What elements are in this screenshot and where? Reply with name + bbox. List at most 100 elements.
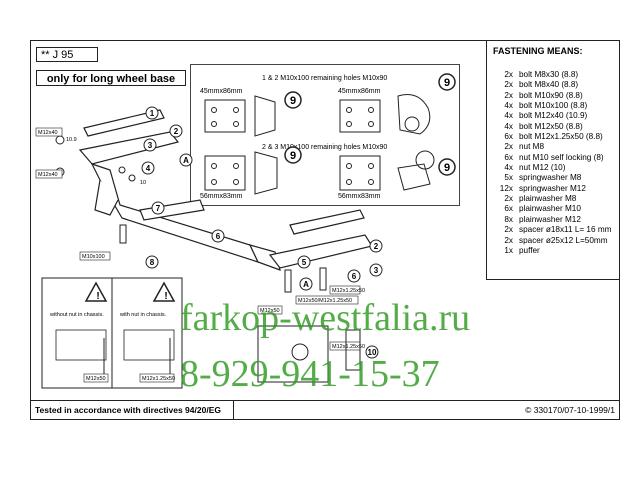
fastening-desc: puffer — [519, 245, 540, 255]
callout-circle-3 — [369, 263, 383, 277]
fastening-qty: 2x — [504, 235, 513, 245]
callout-label-9: 9 — [444, 77, 450, 89]
label-m12x40-b: M12x40 — [38, 172, 58, 178]
tested-note: Tested in accordance with directives 94/… — [30, 400, 234, 420]
callout-circle-2 — [369, 239, 383, 253]
fastening-list: 2x bolt M8x30 (8.8) 2x bolt M8x40 (8.8) 2x bo… — [493, 70, 616, 256]
fastening-qty: 6x — [504, 204, 513, 214]
dim-label-a: 45mmx86mm — [200, 88, 243, 95]
wheel-base-note: only for long wheel base — [36, 70, 186, 86]
dim-label-d: 56mmx83mm — [338, 193, 381, 200]
fastening-item: 1x puffer — [493, 246, 616, 256]
callout-circle-a — [179, 153, 193, 167]
fastening-desc: bolt M10x90 (8.8) — [519, 90, 583, 100]
callout-label-10: 10 — [368, 348, 377, 357]
hole-pattern-a — [204, 95, 276, 137]
callout-label-9: 9 — [290, 150, 296, 162]
fastening-qty: 4x — [504, 121, 513, 131]
fastening-qty: 6x — [504, 152, 513, 162]
fastening-desc: bolt M12x50 (8.8) — [519, 121, 583, 131]
fastening-desc: springwasher M8 — [519, 173, 582, 183]
callout-circle-9 — [438, 73, 456, 91]
fastening-qty: 2x — [504, 225, 513, 235]
watermark-site: farkop-westfalia.ru — [180, 297, 471, 339]
without-nut-label: without nut in chassis. — [49, 312, 104, 318]
footer-bar — [30, 400, 620, 421]
hole-pattern-b — [339, 94, 431, 135]
callout-label-1: 1 — [150, 109, 155, 118]
fastening-desc: spacer ø25x12 L=50mm — [519, 235, 608, 245]
callout-label-8: 8 — [150, 258, 155, 267]
label-m12x50-a: M12x50 — [260, 308, 280, 314]
fastening-desc: bolt M8x40 (8.8) — [519, 80, 579, 90]
hole-pattern-d — [339, 150, 435, 191]
callout-circle-6 — [211, 229, 225, 243]
detail-heading-2: 2 & 3 M10x100 remaining holes M10x90 — [262, 144, 387, 151]
label-m12x125x50-a: M12x1.25x50 — [332, 288, 365, 294]
fastening-desc: nut M10 self locking (8) — [519, 152, 604, 162]
fastening-desc: bolt M10x100 (8.8) — [519, 101, 588, 111]
callout-circle-10 — [365, 345, 379, 359]
callout-label-7: 7 — [156, 204, 161, 213]
fastening-item: 12x springwasher M12 — [493, 184, 616, 194]
fastening-item: 2x bolt M8x30 (8.8) — [493, 70, 616, 80]
chassis-nut-panel — [41, 277, 183, 389]
dim-label-b: 45mmx86mm — [338, 88, 381, 95]
fastening-qty: 1x — [504, 245, 513, 255]
fastening-title: FASTENING MEANS: — [493, 46, 583, 56]
callout-label-2: 2 — [174, 127, 179, 136]
fastening-qty: 5x — [504, 173, 513, 183]
fastening-qty: 8x — [504, 214, 513, 224]
fastening-qty: 4x — [504, 101, 513, 111]
fastening-desc: spacer ø18x11 L= 16 mm — [519, 225, 612, 235]
detail-heading-1: 1 & 2 M10x100 remaining holes M10x90 — [262, 75, 387, 82]
fastening-item: 2x bolt M8x40 (8.8) — [493, 80, 616, 90]
fastening-desc: bolt M8x30 (8.8) — [519, 70, 579, 79]
warning-icon-2: ! — [164, 291, 167, 302]
callout-circle-a — [299, 277, 313, 291]
fastening-qty: 2x — [504, 194, 513, 204]
detail-inset-box — [190, 64, 460, 206]
fastening-item: 6x nut M10 self locking (8) — [493, 153, 616, 163]
fastening-desc: nut M12 (10) — [519, 163, 566, 173]
callout-circle-5 — [297, 255, 311, 269]
callout-circle-4 — [141, 161, 155, 175]
fastening-desc: bolt M12x40 (10.9) — [519, 111, 588, 121]
callout-label-a: A — [183, 156, 189, 165]
warning-icon-1: ! — [96, 291, 99, 302]
callout-circle-7 — [151, 201, 165, 215]
part-code: ** J 95 — [36, 47, 98, 62]
callout-circle-9 — [284, 146, 302, 164]
label-m12x50-c: M12x50 — [86, 376, 106, 382]
fastening-desc: springwasher M12 — [519, 183, 586, 193]
callout-label-a: A — [303, 280, 309, 289]
label-m12x40-a: M12x40 — [38, 130, 58, 136]
puffer-shape — [291, 343, 309, 361]
label-m12x50-m12x125: M12x50/M12x1.25x50 — [298, 298, 352, 304]
callout-label-6: 6 — [216, 232, 221, 241]
fastening-qty: 2x — [504, 70, 513, 79]
callout-circle-8 — [145, 255, 159, 269]
dim-label-c: 56mmx83mm — [200, 193, 243, 200]
fastening-item: 2x nut M8 — [493, 142, 616, 152]
fastening-qty: 6x — [504, 132, 513, 142]
fastening-desc: nut M8 — [519, 142, 545, 152]
callout-label-5: 5 — [302, 258, 307, 267]
fastening-item: 2x spacer ø25x12 L=50mm — [493, 236, 616, 246]
fastening-qty: 2x — [504, 90, 513, 100]
fastening-qty: 2x — [504, 142, 513, 152]
callout-label-9: 9 — [290, 95, 296, 107]
fastening-qty: 12x — [499, 183, 513, 193]
callout-circle-3 — [143, 138, 157, 152]
callout-label-2: 2 — [374, 242, 379, 251]
callout-circle-9 — [284, 91, 302, 109]
callout-label-4: 4 — [146, 164, 151, 173]
fastening-qty: 4x — [504, 111, 513, 121]
fastening-qty: 2x — [504, 80, 513, 90]
